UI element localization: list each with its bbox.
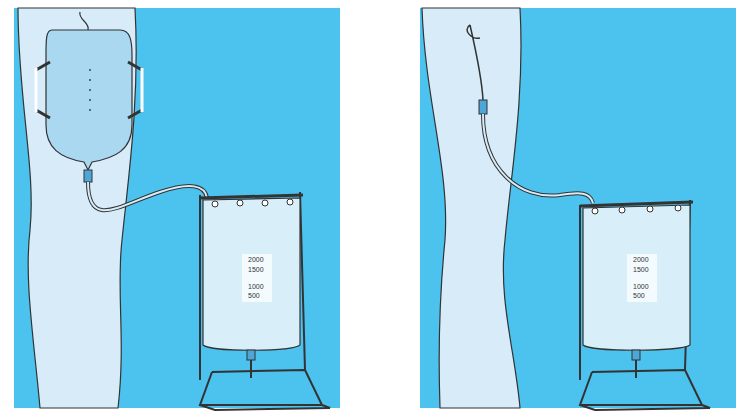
scale-number: 1000 [632,283,650,291]
leg-bag [46,30,132,170]
scale-number: 2000 [632,256,650,264]
scale-number: 500 [247,292,261,300]
drainage-bag [203,198,300,350]
leg [422,8,521,408]
scale-number: 500 [632,292,646,300]
catheter-connector [479,100,487,114]
scale-number: 1000 [247,283,265,291]
scale-number: 1500 [632,266,650,274]
drainage-bag [583,205,690,350]
scale-number: 1500 [247,266,265,274]
background-panel [14,8,340,408]
scale-number: 2000 [247,256,265,264]
background-panel [420,8,736,408]
